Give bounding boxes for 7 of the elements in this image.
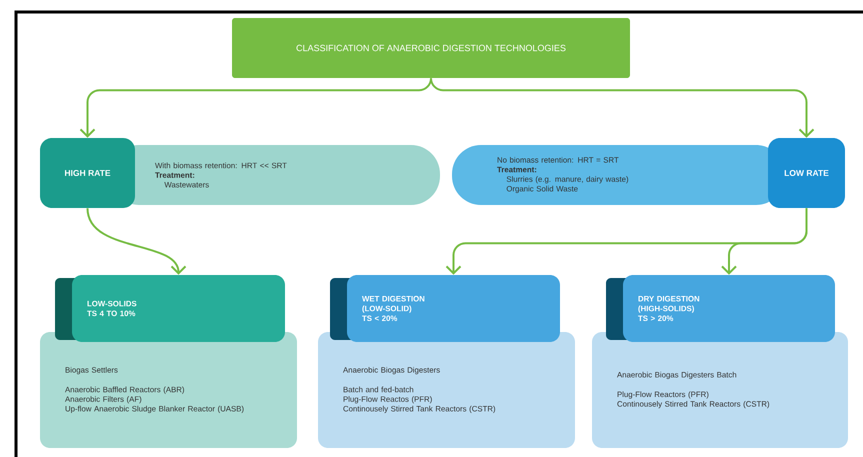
arrow (721, 208, 808, 275)
arrow (430, 78, 814, 138)
arrow (86, 208, 186, 275)
rate-tab: LOW RATE (768, 138, 845, 208)
rate-tab: HIGH RATE (40, 138, 135, 208)
title-box: CLASSIFICATION OF ANAEROBIC DIGESTION TECHNOLOGIES (232, 18, 630, 78)
arrow (80, 78, 432, 138)
